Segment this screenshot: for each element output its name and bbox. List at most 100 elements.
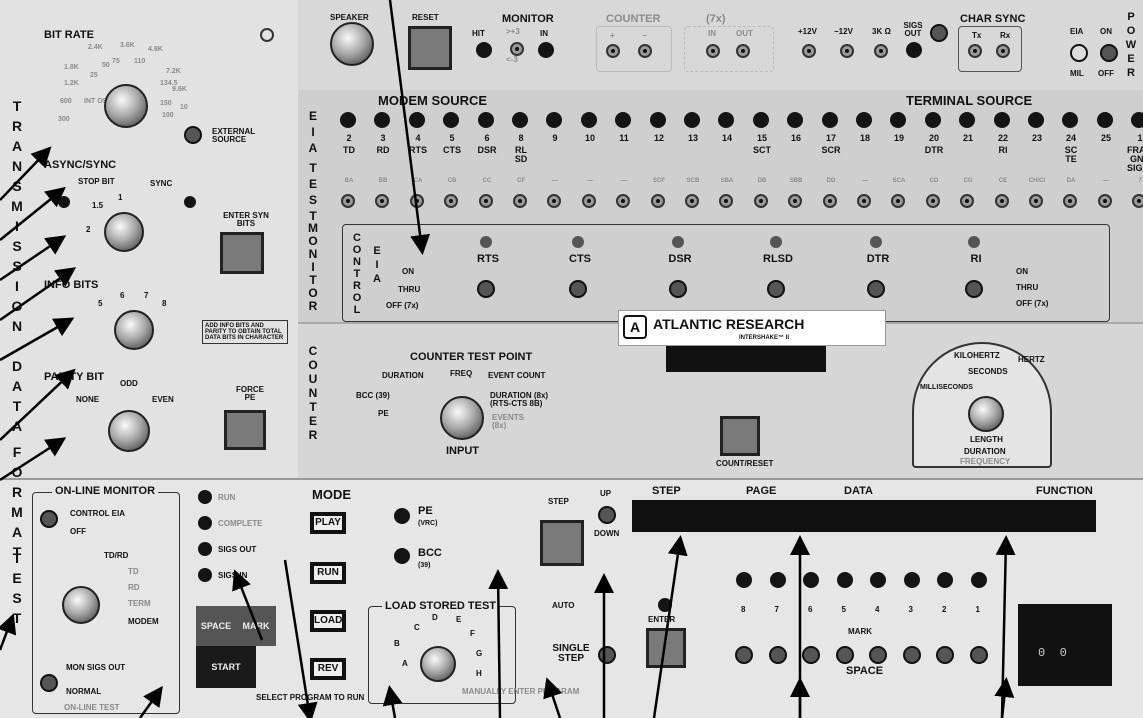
k3-jack[interactable] [874,44,888,58]
power-switch[interactable] [1100,44,1118,62]
monitor-signal-toggle[interactable] [767,280,785,298]
bcc-label: BCC [418,547,442,559]
mode-title: MODE [312,487,351,502]
speaker-knob[interactable] [330,22,374,66]
x7-out-jack[interactable] [736,44,750,58]
stored-test-knob[interactable] [420,646,456,682]
bcc39-label: (39) [418,562,431,569]
auto-single-step-toggle[interactable] [598,646,616,664]
play-button[interactable]: PLAY [310,512,346,534]
minus12-jack[interactable] [840,44,854,58]
eia-test-jack[interactable] [1132,194,1143,208]
eia-signal-name: TD [343,145,355,155]
eia-test-jack[interactable] [891,194,905,208]
bit-rate-knob[interactable] [104,84,148,128]
count-reset-button[interactable] [720,416,760,456]
data-bit-led [803,572,819,588]
start-button[interactable]: START [196,646,256,688]
space-button[interactable]: SPACE [196,606,236,646]
eia-pin-number: 11 [619,133,629,143]
mon-sigs-out-toggle[interactable] [40,674,58,692]
plus12-label: +12V [798,27,817,36]
data-bit-toggle[interactable] [969,646,988,664]
monitor-signal-toggle[interactable] [569,280,587,298]
counter-minus-jack[interactable] [638,44,652,58]
function-readout: 0 0 [1018,604,1112,686]
monitor-signal-toggle[interactable] [669,280,687,298]
mark-button[interactable]: MARK [236,606,276,646]
data-bit-toggle[interactable] [802,646,820,664]
char-sync-box [958,26,1022,72]
eia-test-jack[interactable] [651,194,665,208]
eia-test-jack[interactable] [410,194,424,208]
eia-test-jack[interactable] [479,194,493,208]
data-bit-toggle[interactable] [835,646,854,664]
eia-mil-switch[interactable] [1070,44,1088,62]
complete-led-label: COMPLETE [218,519,263,528]
control-eia-toggle[interactable] [40,510,58,528]
eia-test-jack[interactable] [1063,194,1077,208]
eia-test-jack[interactable] [857,194,871,208]
eia-test-jack[interactable] [616,194,630,208]
pe-led [394,508,410,524]
data-bit-toggle[interactable] [936,646,954,664]
eia-test-jack[interactable] [1098,194,1112,208]
counter-input-knob[interactable] [440,396,484,440]
duration-dial: KILOHERTZ SECONDS HERTZ MILLISECONDS LEN… [912,342,1052,468]
char-sync-toggle[interactable] [930,24,948,42]
sigs-out-led [198,542,212,556]
eia-test-jack[interactable] [719,194,733,208]
enter-sync-bits-button[interactable] [220,232,264,274]
run-button[interactable]: RUN [310,562,346,584]
eia-test-jack[interactable] [547,194,561,208]
eia-test-jack[interactable] [960,194,974,208]
x7-in-jack[interactable] [706,44,720,58]
data-bit-toggle[interactable] [768,646,787,664]
eia-test-jack[interactable] [341,194,355,208]
bit-rate-adjust-icon[interactable] [260,28,274,42]
force-pe-button[interactable] [224,410,266,450]
eia-pin-number: 2 [346,133,352,143]
rev-button[interactable]: REV [310,658,346,680]
counter-plus-jack[interactable] [606,44,620,58]
info-bits-knob[interactable] [114,310,154,350]
sigs-in-led-label: SIGS IN [218,571,248,580]
reset-button[interactable] [408,26,452,70]
monitor-signal-toggle[interactable] [965,280,983,298]
enter-button[interactable] [646,628,686,668]
data-bit-toggle[interactable] [869,646,887,664]
up-down-toggle[interactable] [598,506,616,524]
eia-test-jack[interactable] [926,194,940,208]
x7-label: (7x) [706,13,726,25]
eia-test-jack[interactable] [582,194,596,208]
eia-test-jack[interactable] [513,194,527,208]
tx-jack[interactable] [968,44,982,58]
data-bit-toggle[interactable] [902,646,921,664]
monitor-level-jack[interactable] [510,42,524,56]
eia-test-jack[interactable] [375,194,389,208]
eia-test-jack[interactable] [788,194,802,208]
eia-test-jack[interactable] [995,194,1009,208]
online-monitor-knob[interactable] [62,586,100,624]
eia-test-jack[interactable] [685,194,699,208]
monitor-signal-toggle[interactable] [867,280,885,298]
rx-jack[interactable] [996,44,1010,58]
data-bit-toggle[interactable] [735,646,753,664]
step-button[interactable] [540,520,584,566]
parity-even-label: EVEN [152,395,174,404]
monitor-signal-toggle[interactable] [477,280,495,298]
async-sync-knob[interactable] [104,212,144,252]
plus12-jack[interactable] [802,44,816,58]
eia-test-jack[interactable] [444,194,458,208]
parity-knob[interactable] [108,410,150,452]
external-source-toggle[interactable] [184,126,202,144]
load-button[interactable]: LOAD [310,610,346,632]
stored-test-letter: H [476,669,482,678]
eia-test-jack[interactable] [823,194,837,208]
eia-test-jack[interactable] [1029,194,1043,208]
eia-test-jack[interactable] [754,194,768,208]
duration-knob[interactable] [968,396,1004,432]
eia-pin-number: 10 [584,133,595,143]
